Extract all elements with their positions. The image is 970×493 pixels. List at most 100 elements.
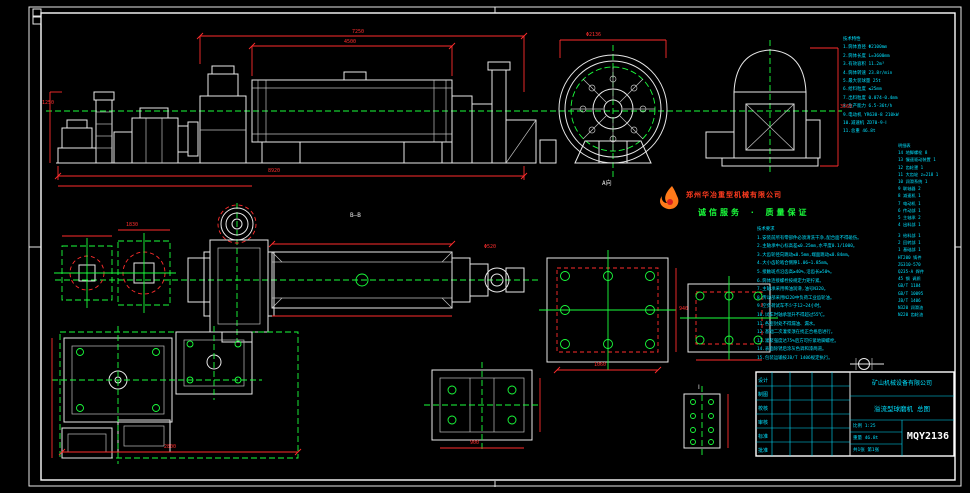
note-line: 10.试车时轴承温升不得超过55℃。: [757, 312, 828, 318]
dim-label: Φ520: [484, 244, 497, 250]
spec-line: 3.有效容积 11.2m³: [843, 62, 885, 68]
parts-line: 45 钢 调质: [898, 276, 921, 282]
dim-label: 2800: [164, 444, 177, 450]
elevation-view: [56, 61, 557, 164]
parts-line: 4 出料部 1: [898, 222, 921, 228]
dim-label: 1250: [42, 100, 55, 106]
note-line: 9.空负荷试车不少于12~24小时。: [757, 304, 824, 310]
parts-line: 14 地脚螺栓 8: [898, 150, 928, 156]
parts-line: 13 慢速驱动装置 1: [898, 157, 936, 163]
titleblock-sign-rows: 设计制图校核审核标准批准: [758, 375, 773, 458]
dim-label: 940: [679, 306, 689, 312]
girth-gear-view: [558, 54, 668, 164]
dim-label: 1830: [126, 222, 139, 228]
note-line: 6.筒体连接螺栓按规定力矩拧紧。: [757, 278, 824, 284]
sheet-frame: [28, 6, 962, 487]
titleblock-drawing-no: MQY2136: [906, 431, 950, 442]
view-label: Ⅰ: [698, 384, 700, 391]
plan-view: [54, 204, 525, 343]
titleblock-weight: 重量 46.8t: [853, 436, 879, 441]
foundation-plan-left: [51, 326, 302, 464]
parts-line: 3 给料部 1: [898, 233, 921, 238]
parts-line: 6 传动部 1: [898, 207, 921, 213]
spec-line: 4.筒体转速 23.8r/min: [843, 70, 893, 76]
sign-row-label: 批准: [758, 447, 769, 454]
flange-detail: [683, 386, 729, 456]
parts-line: 7 电动机 1: [898, 200, 921, 206]
elevation-dimensions: [49, 32, 839, 187]
titleblock-title: 溢流型球磨机 总图: [874, 405, 930, 413]
parts-line: ZG310-570: [898, 261, 921, 267]
spec-line: 技术特性: [843, 37, 861, 42]
parts-line: N320 润滑油: [898, 305, 924, 311]
classifier-view: [705, 49, 821, 167]
dim-label: 8920: [268, 168, 281, 174]
logo-flame-icon: [660, 186, 679, 210]
spec-line: 8.生产能力 6.5-36t/h: [843, 104, 893, 110]
projection-symbol: [850, 358, 884, 370]
dim-label: 7250: [352, 29, 365, 35]
parts-line: N220 齿轮油: [898, 312, 924, 318]
parts-line: JB/T 1406: [898, 297, 921, 303]
parts-line: Q235-A 焊件: [898, 269, 925, 275]
note-line: 15.包装运输按JB/T 1406规定执行。: [757, 355, 833, 361]
spec-list: 技术特性 1.筒体直径 Φ2100mm 2.筒体长度 L=3600mm 3.有效容积 …: [843, 36, 961, 137]
company-slogan: 诚信服务 · 质量保证: [698, 208, 810, 217]
sign-row-label: 设计: [758, 378, 769, 384]
spec-line: 1.筒体直径 Φ2100mm: [843, 45, 887, 51]
dim-label: 1060: [594, 362, 607, 368]
dim-label: 3560: [840, 104, 853, 110]
note-line: 5.接触斑点沿齿高≥40%,沿齿长≥50%。: [757, 269, 835, 275]
spec-line: 7.出料粒度 0.074-0.4mm: [843, 95, 898, 101]
spec-line: 2.筒体长度 L=3600mm: [843, 53, 890, 59]
note-line: 13.灌浆强度达75%后方可拧紧地脚螺栓。: [757, 338, 839, 344]
spec-line: 5.最大装球量 25t: [843, 79, 881, 85]
dim-label: 4500: [344, 39, 357, 45]
parts-line: 1 基础部 1: [898, 247, 921, 253]
note-line: 2.主轴承中心标高差≤0.25mm,水平度0.1/1000。: [757, 244, 858, 250]
note-line: 11.各密封处不得漏油、漏水。: [757, 321, 818, 327]
spec-line: 11.总重 46.8t: [843, 129, 876, 135]
parts-line: HT200 铸件: [898, 254, 922, 260]
note-line: 3.大齿轮径向跳动≤0.5mm,端面跳动≤0.84mm。: [757, 252, 852, 258]
dim-label: Φ2136: [586, 32, 602, 38]
note-line: 1.安装前所有零部件必须清洗干净,配合面不得碰伤。: [757, 235, 862, 241]
spec-line: 10.减速机 ZD70-9-Ⅰ: [843, 121, 887, 127]
sign-row-label: 审核: [758, 419, 769, 426]
anchor-plate-2: [680, 276, 778, 361]
titleblock-sheet: 共1张 第1张: [853, 448, 880, 453]
company-name: 郑州华冶重型机械有限公司: [686, 191, 782, 199]
dim-label: 900: [470, 440, 480, 446]
parts-line: 10 润滑系统 1: [898, 179, 928, 185]
view-label: B—B: [350, 212, 361, 219]
note-line: 12.基础二次灌浆须在找正合格后进行。: [757, 330, 836, 336]
spec-line: 6.给料粒度 ≤25mm: [843, 87, 882, 93]
spec-line: 9.电动机 YR630-8 210kW: [843, 112, 899, 118]
parts-line: 9 联轴器 2: [898, 186, 921, 192]
titleblock-scale: 比例 1:25: [853, 424, 876, 429]
parts-line: 8 减速机 1: [898, 193, 921, 199]
base-frame-detail: [424, 362, 541, 450]
note-line: 7.主轴承采用稀油润滑,油号N320。: [757, 287, 829, 293]
sign-row-label: 标准: [758, 433, 769, 440]
tech-notes: 技术要求 1.安装前所有零部件必须清洗干净,配合面不得碰伤。 2.主轴承中心标高差≤…: [757, 226, 893, 364]
sign-row-label: 校核: [758, 405, 769, 412]
note-line: 14.表面除锈后涂灰色调和漆两道。: [757, 347, 827, 353]
parts-line: 明细表: [898, 143, 911, 148]
parts-line: 12 齿轮罩 1: [898, 164, 924, 170]
view-label: A向: [602, 180, 612, 187]
note-line: 技术要求: [757, 227, 775, 232]
parts-line: GB/T 10095: [898, 290, 924, 296]
title-block-grid: [755, 371, 955, 457]
parts-line: GB/T 1184: [898, 283, 921, 289]
titleblock-company: 矿山机械设备有限公司: [871, 380, 932, 387]
parts-line: 2 回转部 1: [898, 240, 921, 246]
anchor-plate-1: [539, 250, 677, 374]
note-line: 4.大小齿轮啮合侧隙1.06~1.85mm。: [757, 261, 831, 267]
parts-line: 11 大齿轮 z=218 1: [898, 171, 939, 177]
sign-row-label: 制图: [758, 391, 769, 398]
